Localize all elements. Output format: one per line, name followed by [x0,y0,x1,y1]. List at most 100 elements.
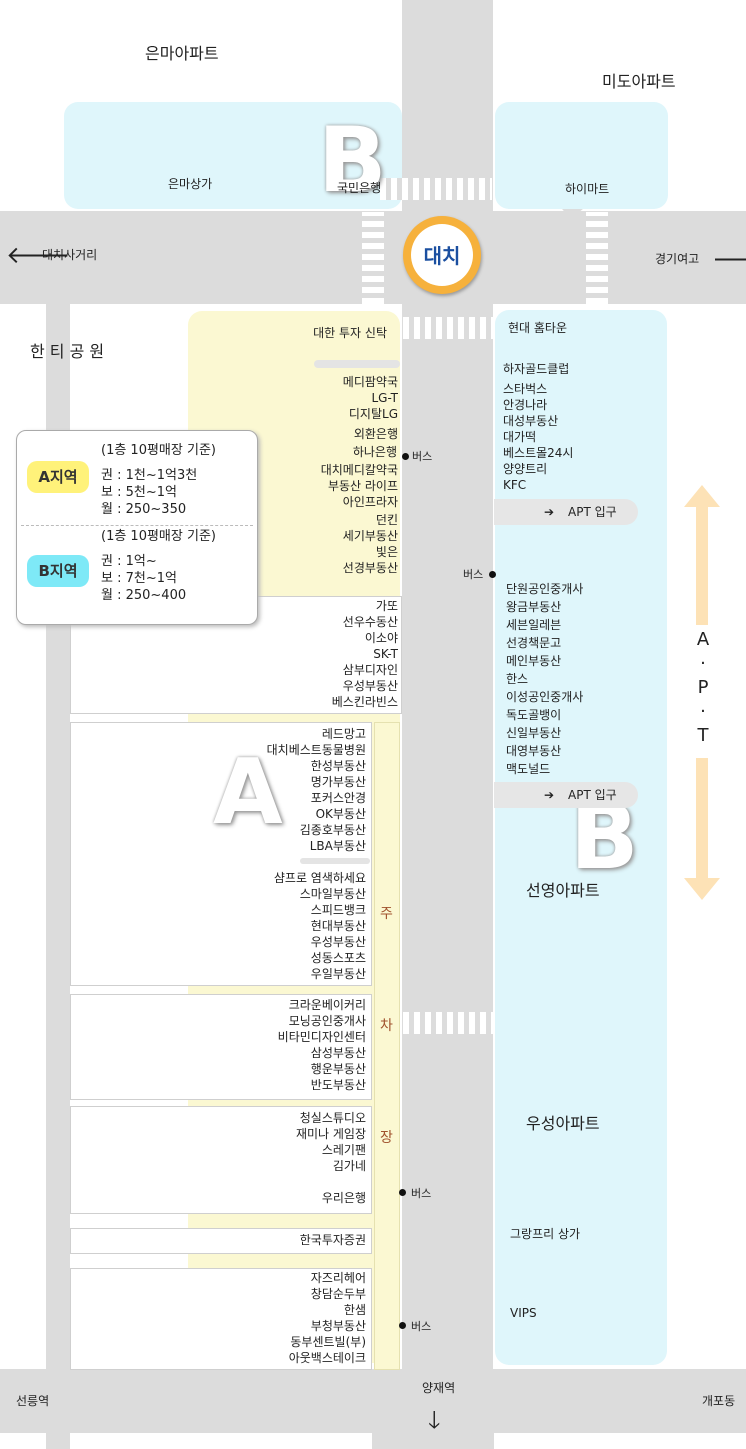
station-marker[interactable]: 대치 [403,216,481,294]
parking-label-3: 장 [380,1130,393,1146]
shop-label: 하자골드클럽 [503,362,570,376]
legend-basis-b: (1층 10평매장 기준) [101,529,216,544]
shop-label: 외환은행 [353,427,398,441]
apt-letter: T [697,725,709,746]
apt-arrow-down-icon [684,758,720,900]
shop-label: 안경나라 [503,398,548,412]
shop-label: 김종호부동산 [299,823,366,837]
apt-entrance-label: APT 입구 [568,788,617,802]
building-block [70,722,372,986]
shop-list-west-7: 청실스튜디오 재미나 게임장 스레기팬 김가네 우리은행 [170,1110,366,1206]
apt-vertical-label: A · P · T [692,628,714,748]
building-block [70,1106,372,1214]
zone-b-east [495,310,667,1365]
shop-label: 레드망고 [321,727,366,741]
shop-label: 아웃백스테이크 [288,1351,366,1365]
legend-basis-a: (1층 10평매장 기준) [101,443,216,458]
zone-letter-b-top: B [318,108,387,213]
bank-label-kookmin: 국민은행 [337,181,382,195]
shop-list-west-5: 샴프로 염색하세요 스마일부동산 스피드뱅크 현대부동산 우성부동산 성동스포츠… [170,870,366,982]
bus-stop-dot [399,1189,406,1196]
zone-b-top [64,102,402,209]
shop-label: 독도골뱅이 [506,708,562,722]
zone-b-top-right [495,102,668,209]
divider-bar [314,360,400,368]
shop-label: 현대부동산 [310,919,366,933]
shop-label: 맥도널드 [506,762,551,776]
shop-label: 신일부동산 [506,726,562,740]
shop-list-west-6: 크라운베이커리 모닝공인중개사 비타민디자인센터 삼성부동산 행운부동산 반도부… [170,997,366,1093]
shop-label: 반도부동산 [310,1078,366,1092]
shop-label: 부동산 라이프 [327,479,398,493]
shop-label: 한샘 [343,1303,366,1317]
bus-stop-dot [489,571,496,578]
bus-stop-label: 버스 [411,1187,432,1200]
legend-badge-b: B지역 [27,555,89,587]
legend-divider [21,525,253,526]
building-block [70,1228,372,1254]
shop-label: 세븐일레븐 [506,618,562,632]
shop-label: 삼성부동산 [310,1046,366,1060]
crosswalk-west [362,212,384,304]
shop-label: 우성부동산 [310,935,366,949]
shop-label: 대영부동산 [506,744,562,758]
shop-label: SK-T [373,647,398,661]
legend-line-a: 보 : 5천~1억 [101,485,177,500]
shop-label: 비타민디자인센터 [277,1030,366,1044]
legend-line-a: 월 : 250~350 [101,502,187,517]
shop-label: 우일부동산 [310,967,366,981]
shop-label: OK부동산 [315,807,366,821]
shop-label: 성동스포츠 [310,951,366,965]
parking-label-2: 차 [380,1018,393,1034]
bottom-road-horizontal [0,1369,746,1433]
shop-label: LBA부동산 [309,839,366,853]
shop-label: 부청부동산 [310,1319,366,1333]
shop-label: 메인부동산 [506,654,562,668]
arrow-right-icon: ➔ [544,788,555,802]
shop-label: 스레기팬 [321,1143,366,1157]
building-block [70,1268,372,1370]
shop-label: 던킨 [375,513,398,527]
station-inner [411,224,473,286]
shop-label: 이소야 [364,631,398,645]
parking-label-1: 주 [380,906,393,922]
shop-label: 크라운베이커리 [288,998,366,1012]
apt-entrance-1: ➔ APT 입구 [494,499,638,525]
legend-line-b: 월 : 250~400 [101,588,187,603]
shop-label: 스마일부동산 [299,887,366,901]
shop-label: 선우수동산 [342,615,398,629]
east-building-top: 현대 홈타운 [508,321,568,335]
shop-list-east-2: 단원공인중개사 왕금부동산 세븐일레븐 선경책문고 메인부동산 한스 이성공인중… [506,581,583,779]
apt-letter: · [700,653,706,674]
legend-line-b: 권 : 1억~ [101,554,157,569]
shop-label: 포커스안경 [310,791,366,805]
road-label-southwest: 선릉역 [16,1394,50,1408]
west-alley-bottom [46,1433,70,1449]
shop-label: 빛은 [375,545,398,559]
apt-label-seonyoung: 선영아파트 [526,881,600,900]
shop-label: 베스킨라빈스 [331,695,398,709]
shop-label: 대성부동산 [503,414,559,428]
shop-label [170,1174,366,1190]
shop-label: 단원공인중개사 [506,582,584,596]
mall-label-grandprix: 그랑프리 상가 [510,1227,581,1241]
shop-label: 샴프로 염색하세요 [273,871,366,885]
shop-label: 행운부동산 [310,1062,366,1076]
road-label-southeast: 개포동 [702,1394,736,1408]
shop-label: 한스 [506,672,529,686]
shop-label: 한국투자증권 [299,1233,366,1247]
apt-arrow-up-icon [684,485,720,625]
building-block [70,994,372,1100]
shop-label: 대치베스트동물병원 [266,743,366,757]
apt-letter: P [697,677,709,698]
shop-label: 선경책문고 [506,636,562,650]
restaurant-label-vips: VIPS [510,1306,537,1320]
shop-label: 김가네 [332,1159,366,1173]
legend-line-b: 보 : 7천~1억 [101,571,177,586]
bus-stop-label: 버스 [411,1320,432,1333]
shop-label: 대가떡 [503,430,537,444]
apt-label-eunma: 은마아파트 [145,44,219,63]
shop-label: 창담순두부 [310,1287,366,1301]
shop-label: LG-T [371,391,398,405]
bus-stop-dot [402,453,409,460]
